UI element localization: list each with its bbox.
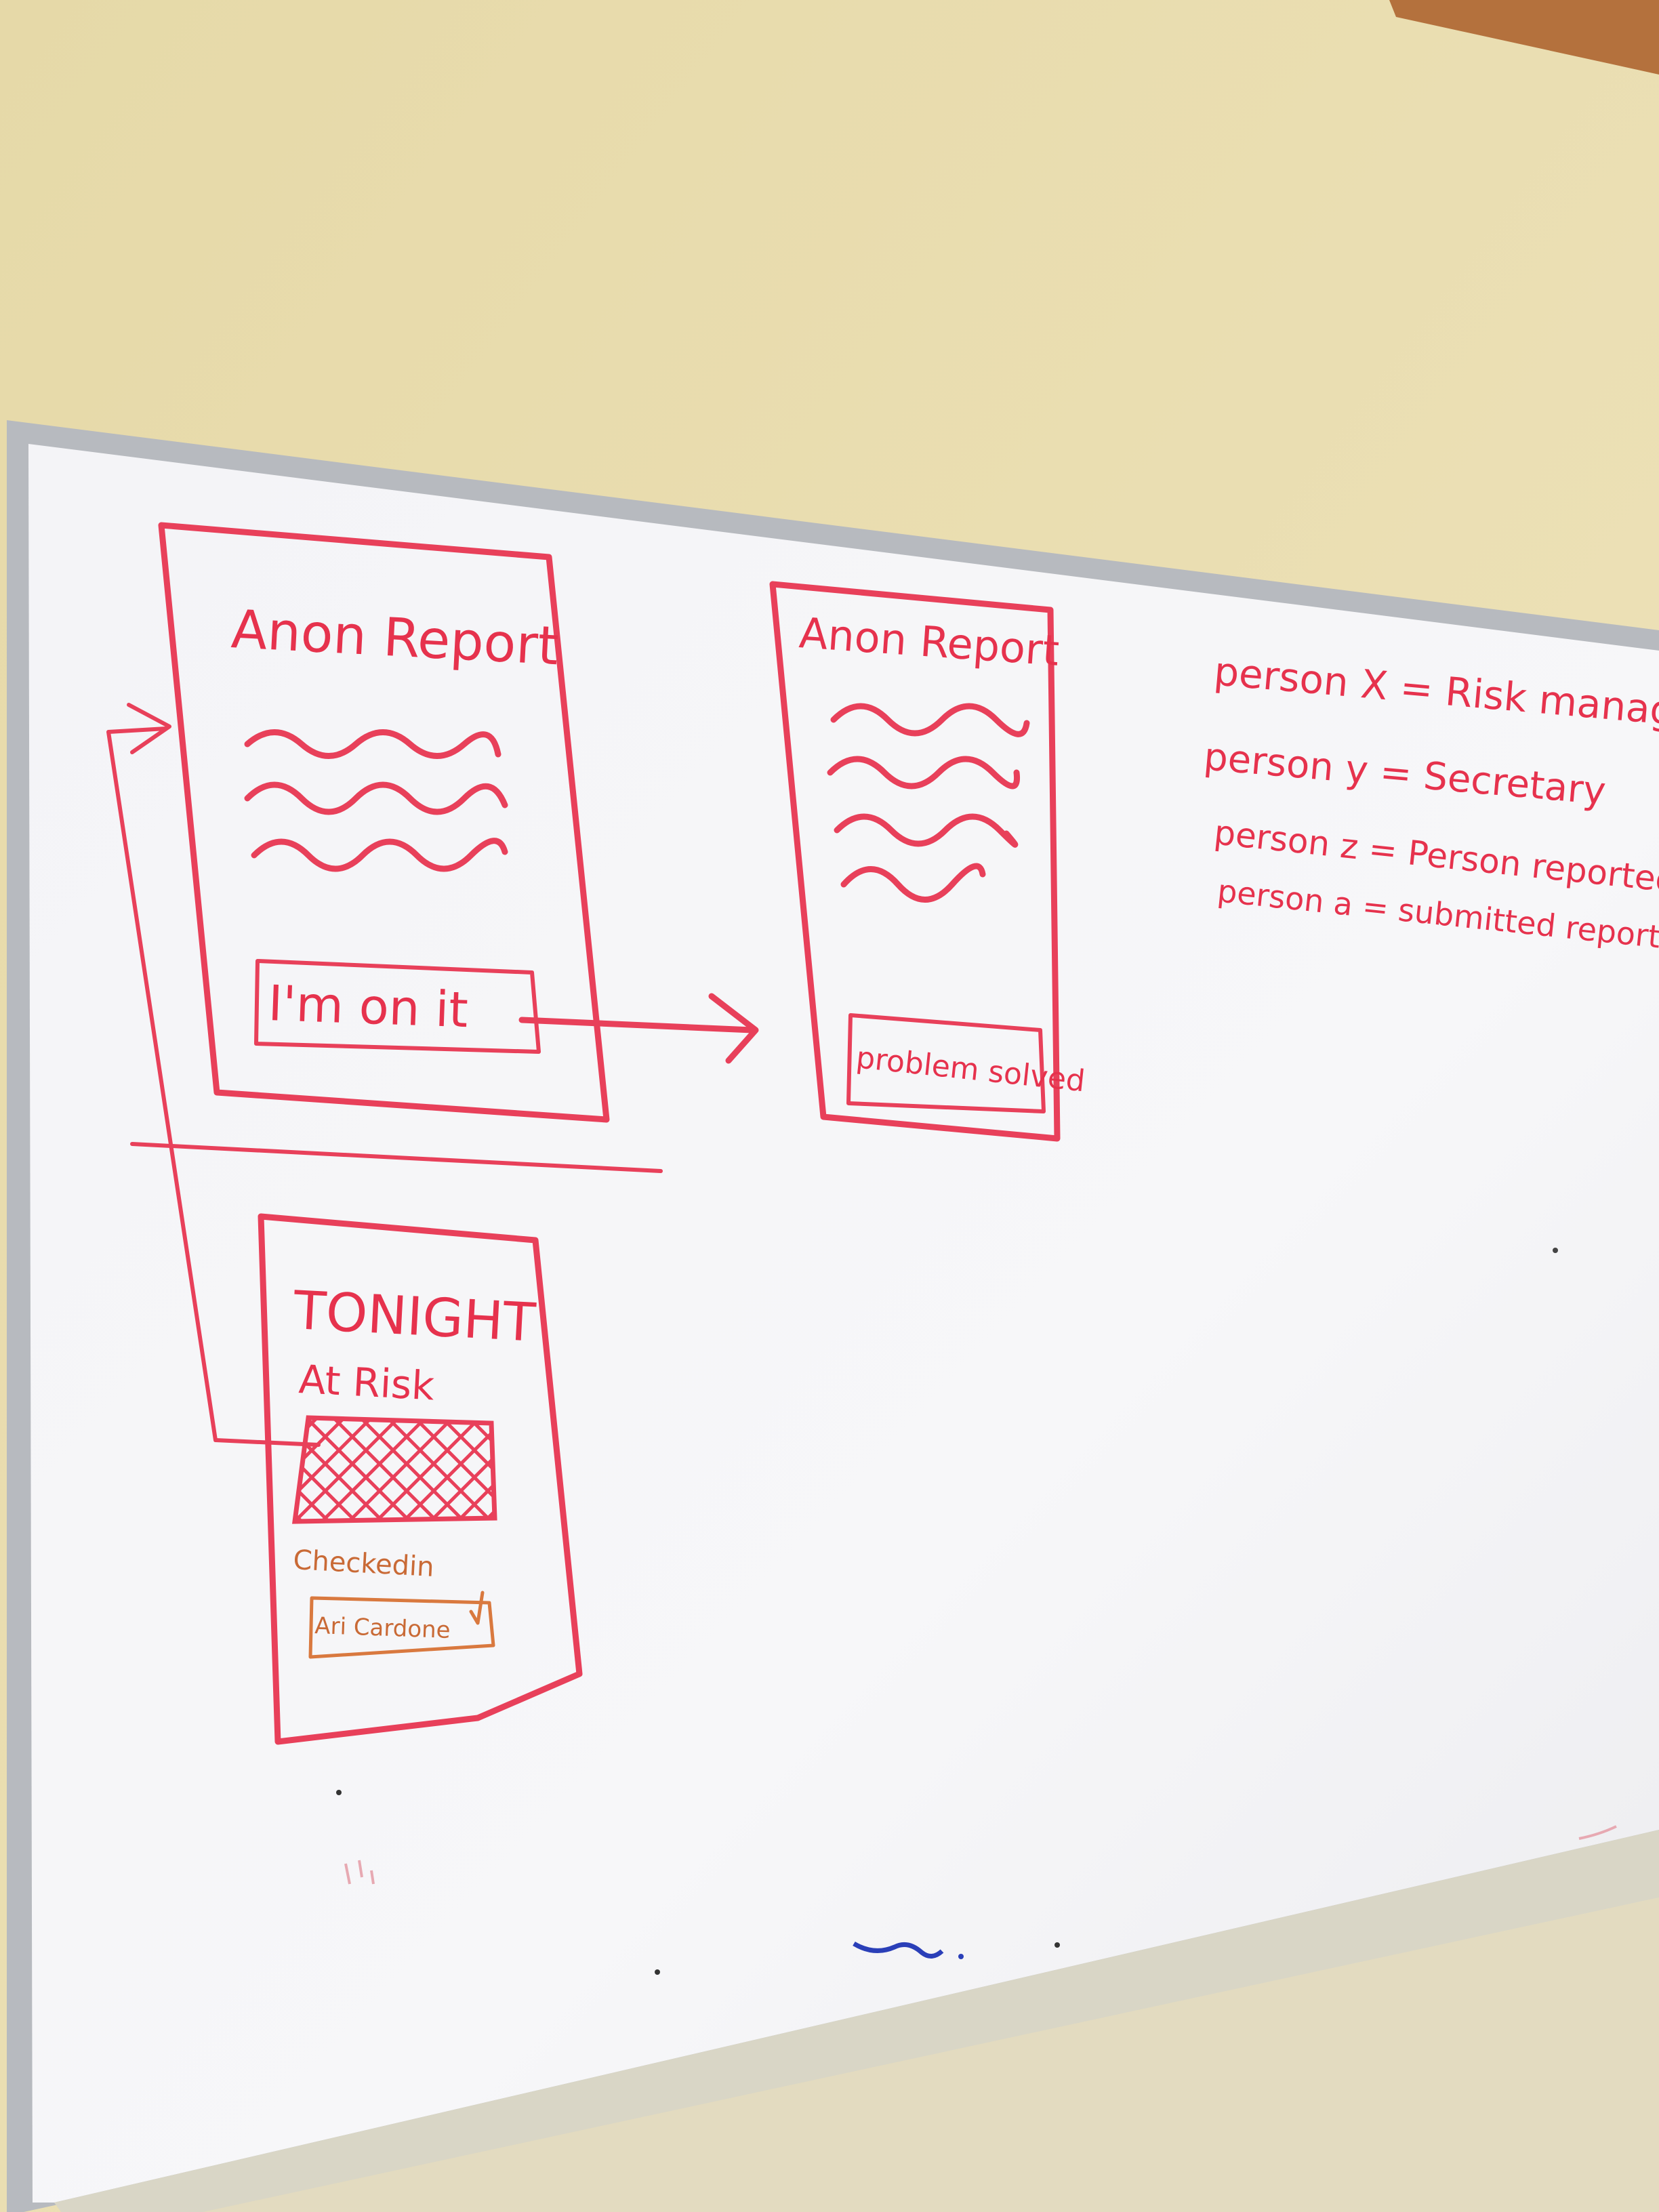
sketch2-button-box — [846, 1013, 1046, 1113]
marker-tray — [54, 1830, 1659, 2212]
blue-marker-scribble — [853, 1941, 944, 1959]
sketch1-button-label: I'm on it — [267, 975, 469, 1038]
sketch3-title: TONIGHT — [291, 1280, 537, 1354]
sketch3-subtitle: At Risk — [298, 1356, 436, 1409]
sketch-tonight: TONIGHT At Risk Checkedin Ari Cardone — [258, 1213, 583, 1745]
arrow-right-icon — [518, 993, 759, 1064]
wall-below-board — [203, 1898, 1659, 2212]
phone-frame-3 — [258, 1213, 583, 1745]
wavy-text-placeholder-icon — [827, 703, 1030, 903]
board-smudges — [336, 1248, 1617, 1975]
sketch3-list-item: Ari Cardone — [314, 1612, 451, 1644]
sketch3-list-box — [308, 1596, 495, 1659]
phone-frame-2 — [769, 581, 1061, 1142]
divider-line — [130, 1142, 663, 1173]
checkmark-icon — [469, 1591, 485, 1625]
crosshatch-highlight-icon — [292, 1415, 497, 1524]
whiteboard-surface — [28, 444, 1659, 2203]
wood-frame-corner — [1389, 0, 1659, 75]
sketch1-button-box — [254, 959, 541, 1054]
phone-frame-1 — [158, 522, 610, 1123]
wavy-text-placeholder-icon — [244, 729, 508, 872]
sketch3-section-label: Checkedin — [292, 1544, 434, 1583]
